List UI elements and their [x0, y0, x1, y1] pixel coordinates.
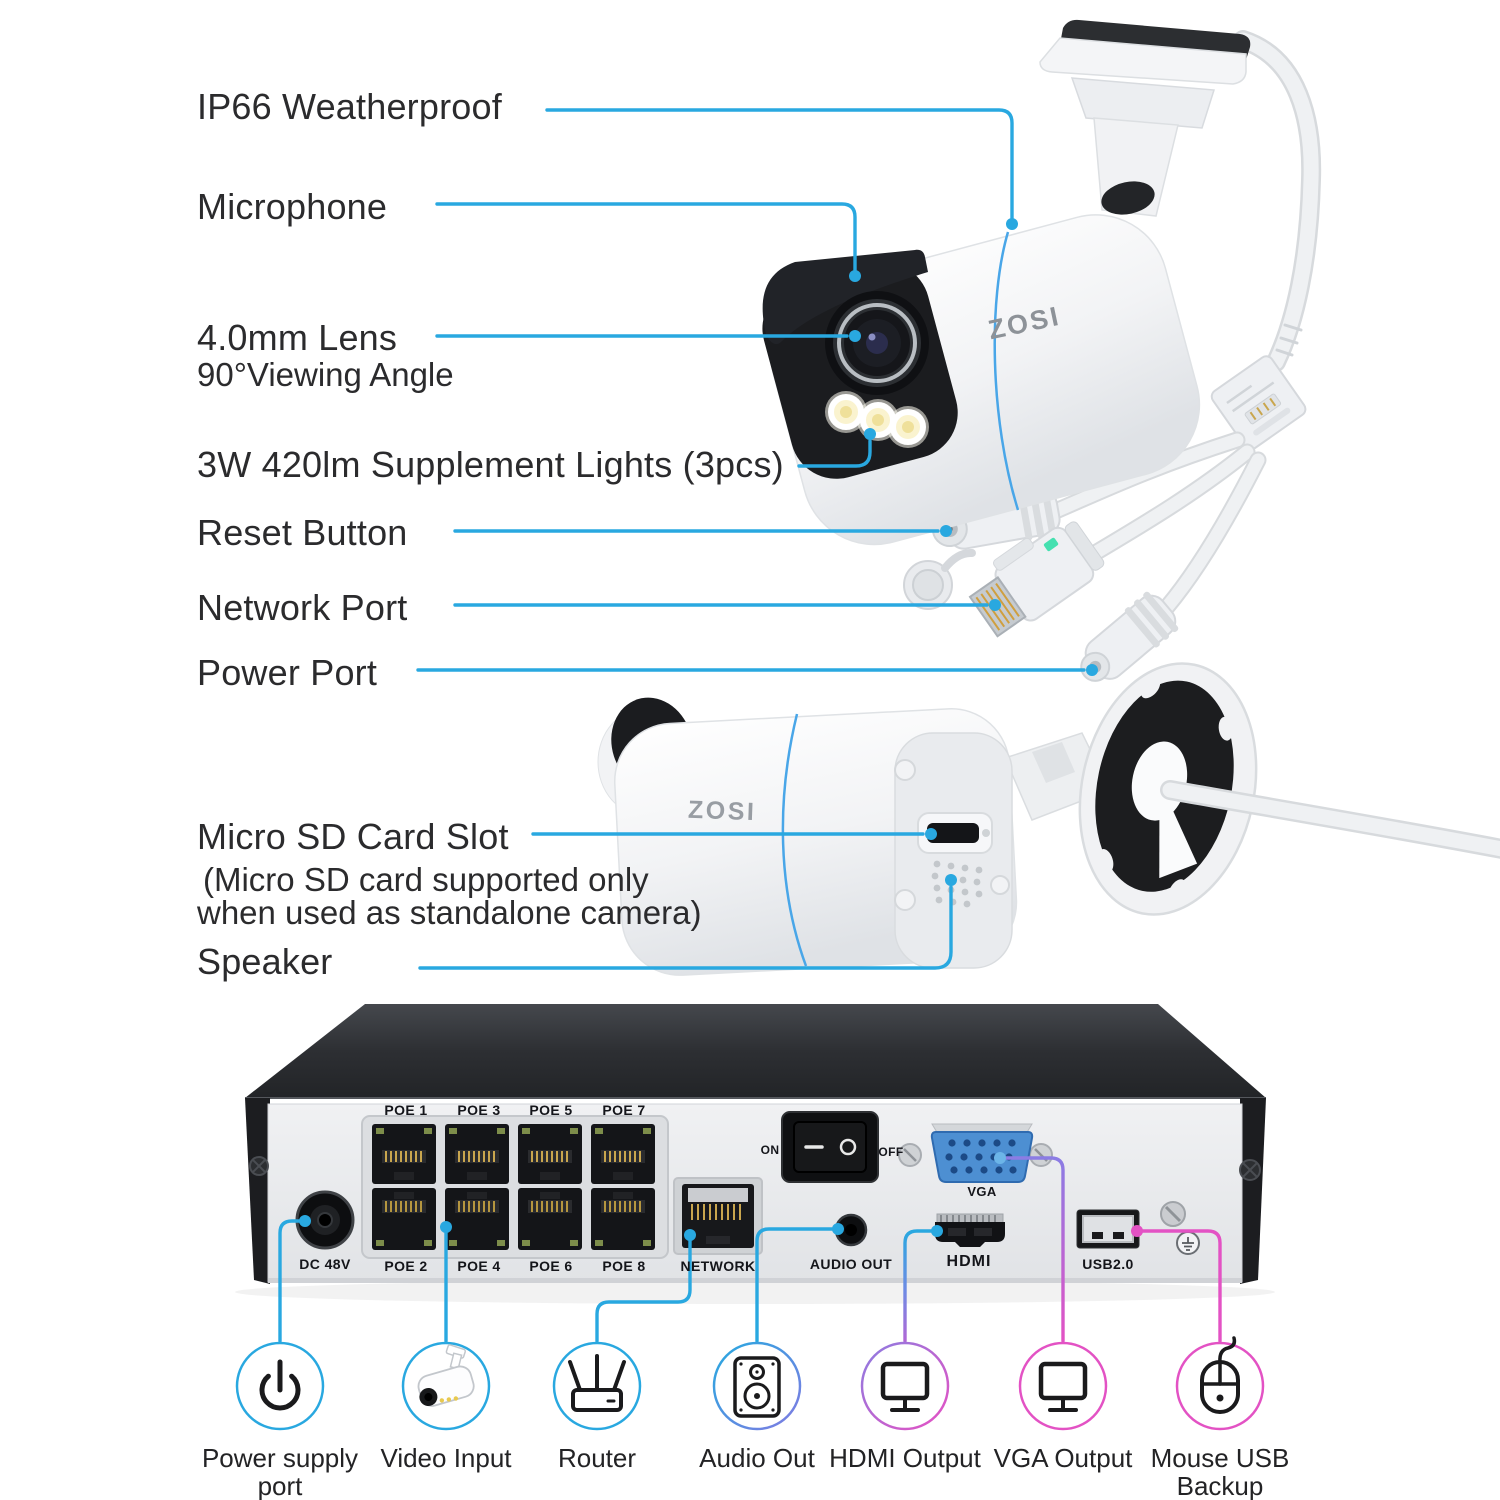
legend-lines: [278, 1156, 1222, 1343]
legend-power-label-2: port: [257, 1471, 303, 1500]
callout-sd-label: Micro SD Card Slot: [197, 816, 509, 857]
callout-ip66-label: IP66 Weatherproof: [197, 86, 502, 127]
legend-vga-label: VGA Output: [993, 1443, 1133, 1473]
camera-icon: [417, 1344, 475, 1407]
line-usb: [1137, 1229, 1222, 1343]
line-hdmi: [903, 1229, 937, 1343]
switch-on-label: ON: [760, 1143, 780, 1157]
poe5-label: POE 5: [529, 1102, 573, 1118]
camera-rear-illustration: [597, 697, 1112, 976]
ground-screw: [1160, 1201, 1186, 1227]
poe8-label: POE 8: [602, 1258, 646, 1274]
callout-network-label: Network Port: [197, 587, 408, 628]
switch-off-label: OFF: [878, 1145, 904, 1159]
base-cable: [1160, 780, 1500, 859]
nvr-illustration: [235, 1004, 1275, 1304]
legend-power-label-1: Power supply: [201, 1443, 359, 1473]
vga-label: VGA: [967, 1184, 997, 1199]
power-switch: [781, 1111, 879, 1183]
power-icon: [259, 1359, 301, 1411]
callout-line-lights: [797, 439, 872, 468]
hdmi-label: HDMI: [946, 1253, 992, 1270]
speaker-icon: [733, 1356, 781, 1418]
micro-sd-slot: [917, 812, 993, 854]
callout-lines: [416, 108, 1086, 970]
dc-label: DC 48V: [299, 1256, 351, 1272]
callout-reset-label: Reset Button: [197, 512, 408, 553]
legend-video-label: Video Input: [380, 1443, 512, 1473]
poe4-label: POE 4: [457, 1258, 501, 1274]
poe-ports-bottom: [372, 1188, 655, 1250]
legend-router-label: Router: [557, 1443, 637, 1473]
callout-sd-note-line1: (Micro SD card supported only: [203, 861, 649, 898]
router-icon: [568, 1354, 626, 1412]
usb-label: USB2.0: [1082, 1256, 1134, 1272]
callout-dots: [849, 218, 1098, 886]
callout-power-label: Power Port: [197, 652, 378, 693]
line-router: [595, 1233, 692, 1343]
poe-ports-top: [372, 1124, 655, 1184]
network-port: [673, 1177, 763, 1255]
line-vga: [1000, 1156, 1065, 1343]
callout-line-microphone: [435, 202, 857, 272]
poe6-label: POE 6: [529, 1258, 573, 1274]
poe3-label: POE 3: [457, 1102, 501, 1118]
line-power-supply: [278, 1219, 305, 1343]
legend-audio-label: Audio Out: [699, 1443, 815, 1473]
monitor-icon: [1038, 1361, 1088, 1412]
poe1-label: POE 1: [384, 1102, 428, 1118]
callout-line-speaker: [418, 885, 953, 970]
ground-icon: [1176, 1231, 1200, 1255]
monitor-icon: [880, 1361, 930, 1412]
legend-hdmi-label: HDMI Output: [829, 1443, 981, 1473]
audio-out-port: [834, 1213, 868, 1247]
usb-port: [1076, 1209, 1140, 1249]
callout-microphone-label: Microphone: [197, 186, 388, 227]
camera-mount-bracket: [1039, 19, 1251, 217]
legend-line-dots: [299, 1152, 1143, 1241]
legend-mouse-label-1: Mouse USB: [1150, 1443, 1290, 1473]
camera-cable: [1233, 30, 1322, 372]
poe7-label: POE 7: [602, 1102, 646, 1118]
poe2-label: POE 2: [384, 1258, 428, 1274]
callout-line-ip66: [545, 108, 1014, 220]
camera-front-illustration: [762, 19, 1251, 546]
callout-sd-note-line2: when used as standalone camera): [197, 894, 702, 931]
camera-lens: [825, 291, 929, 395]
cable-splitter: [1210, 355, 1307, 451]
camera-logo: ZOSI: [687, 795, 757, 827]
poe-port-block: [361, 1115, 669, 1259]
legend-icons: [235, 1336, 1265, 1431]
callout-lens-sublabel: 90°Viewing Angle: [197, 356, 454, 393]
network-label: NETWORK: [680, 1258, 756, 1274]
callout-lights-label: 3W 420lm Supplement Lights (3pcs): [197, 444, 784, 485]
mouse-icon: [1200, 1336, 1240, 1414]
callout-lens-label: 4.0mm Lens: [197, 317, 398, 358]
line-audio-out: [755, 1227, 838, 1343]
hdmi-port: [935, 1213, 1005, 1247]
nvr-top-panel: [245, 1004, 1266, 1098]
legend-mouse-label-2: Backup: [1176, 1471, 1264, 1500]
callout-speaker-label: Speaker: [197, 941, 333, 982]
vga-port: [898, 1123, 1053, 1183]
audio-label: AUDIO OUT: [809, 1256, 893, 1272]
